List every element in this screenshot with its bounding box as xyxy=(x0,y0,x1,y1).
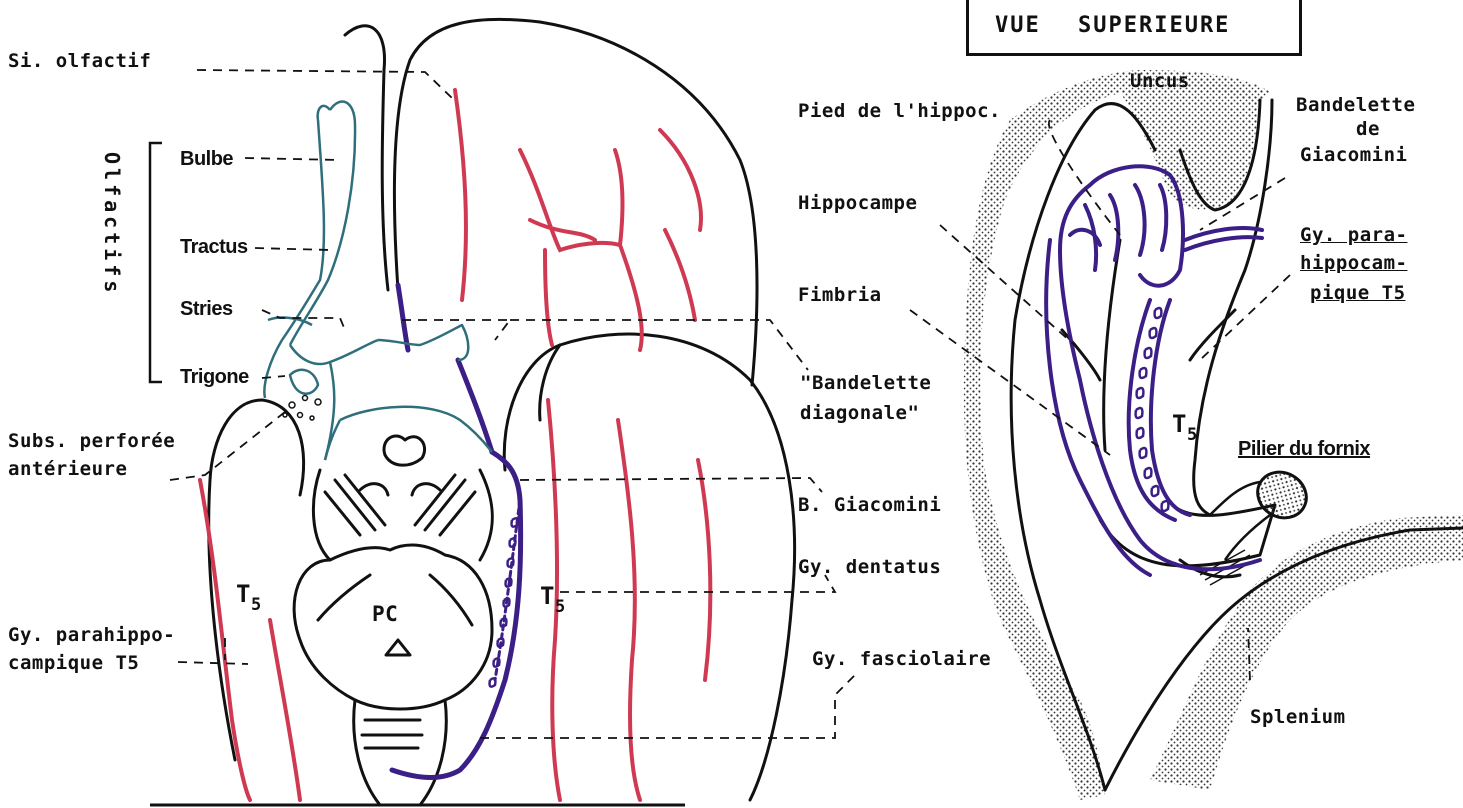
label-bulbe: Bulbe xyxy=(180,148,233,171)
left-purple-bands xyxy=(392,285,521,778)
label-trigone: Trigone xyxy=(180,366,249,389)
right-stipple xyxy=(964,70,1463,800)
label-uncus: Uncus xyxy=(1130,70,1190,92)
label-hippocampe: Hippocampe xyxy=(798,192,917,214)
label-pilier-fornix: Pilier du fornix xyxy=(1238,438,1370,461)
label-t5-mid: T5 xyxy=(540,582,566,617)
label-splenium: Splenium xyxy=(1250,706,1346,728)
label-gy-fasciolaire: Gy. fasciolaire xyxy=(812,648,991,670)
label-subs-perforee-1: Subs. perforée xyxy=(8,430,175,452)
label-pied-hippoc: Pied de l'hippoc. xyxy=(798,100,1001,122)
label-gy-dentatus: Gy. dentatus xyxy=(798,556,941,578)
label-si-olfactif: Si. olfactif xyxy=(8,50,151,72)
olfactifs-bracket xyxy=(150,143,162,382)
view-title: VUE SUPERIEURE xyxy=(995,13,1230,38)
view-title-box: VUE SUPERIEURE xyxy=(966,0,1302,56)
label-gy-para-right-1: Gy. para- xyxy=(1300,224,1407,246)
label-bandelette-giacomini-1: Bandelette xyxy=(1296,94,1415,116)
label-bandelette-giacomini-3: Giacomini xyxy=(1300,144,1407,166)
label-stries: Stries xyxy=(180,298,233,321)
label-gy-para-right-2: hippocam- xyxy=(1300,252,1407,274)
perforated-dots xyxy=(283,396,321,421)
label-gy-parahippo-1: Gy. parahippo- xyxy=(8,624,175,646)
label-t5-left: T5 xyxy=(236,580,262,615)
label-fimbria: Fimbria xyxy=(798,284,882,306)
label-bandelette-diagonale-2: diagonale" xyxy=(800,402,919,424)
label-tractus: Tractus xyxy=(180,236,248,259)
label-bandelette-giacomini-2: de xyxy=(1356,118,1380,140)
label-t5-right: T5 xyxy=(1172,410,1198,445)
label-pc: PC xyxy=(372,602,398,626)
olfactory-teal xyxy=(264,102,492,460)
label-gy-parahippo-2: campique T5 xyxy=(8,652,139,674)
label-subs-perforee-2: antérieure xyxy=(8,458,127,480)
label-b-giacomini: B. Giacomini xyxy=(798,494,941,516)
label-gy-para-right-3: pique T5 xyxy=(1310,282,1406,304)
label-bandelette-diagonale-1: "Bandelette xyxy=(800,372,931,394)
olfactifs-group-label: Olfactifs xyxy=(100,152,124,296)
